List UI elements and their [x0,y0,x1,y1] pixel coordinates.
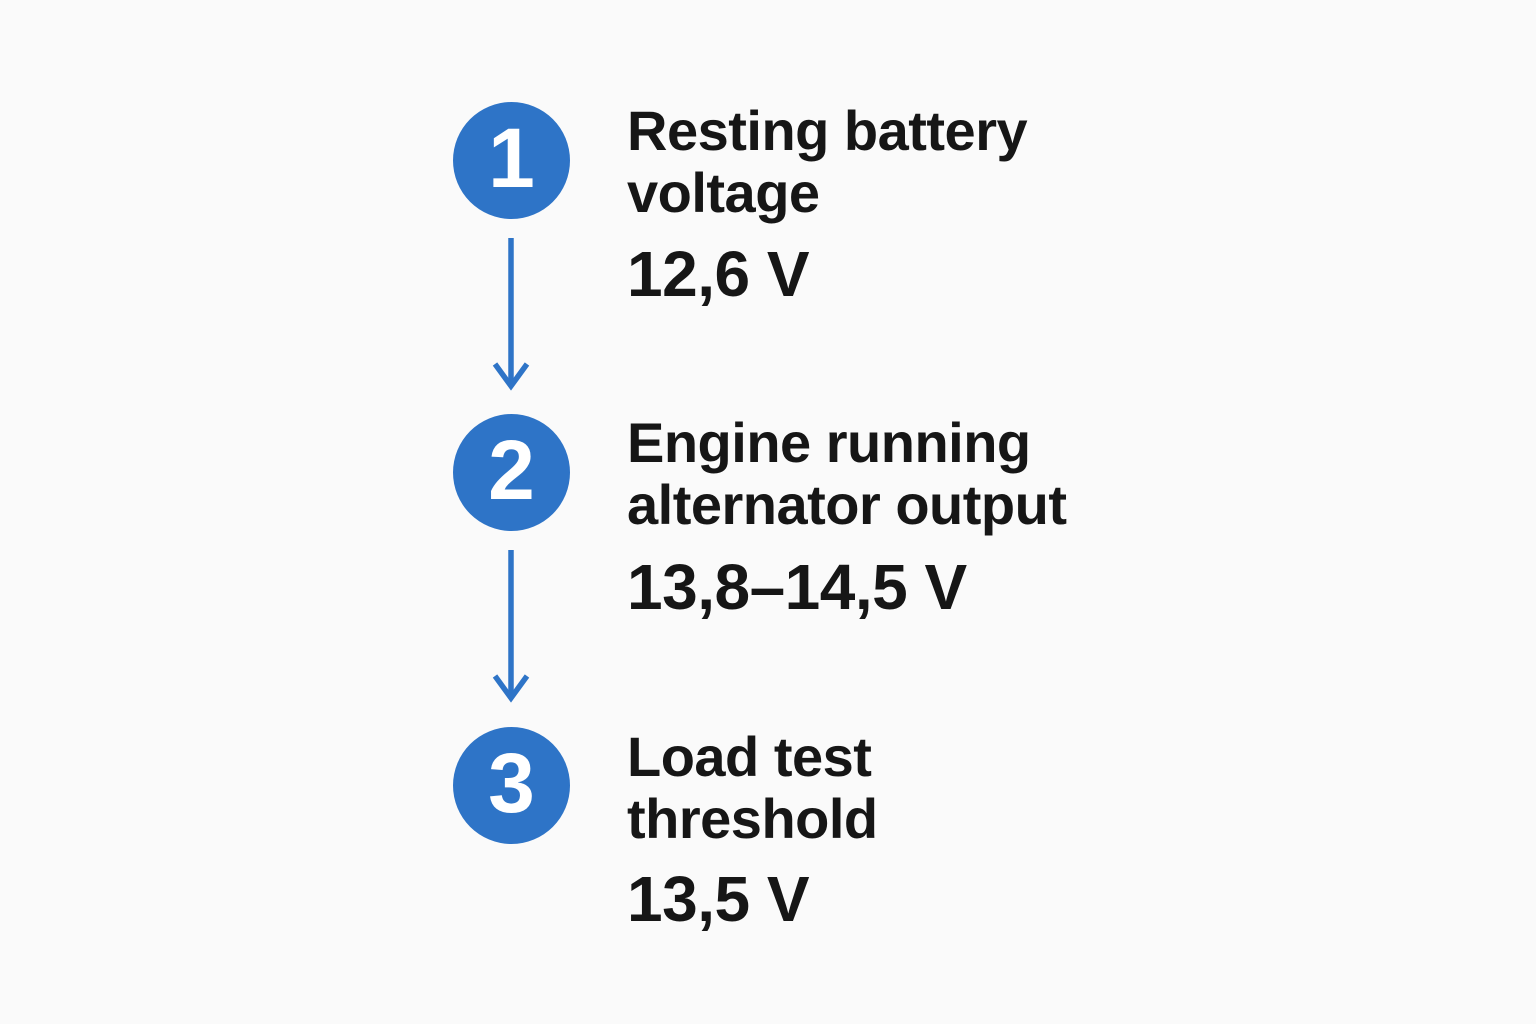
arrow-head [492,362,530,391]
step-2-number-badge: 2 [453,414,570,531]
step-1-title: Resting battery voltage [627,99,1028,224]
step-2-number: 2 [488,422,535,517]
step-3-value: 13,5 V [627,863,810,935]
arrow-head [492,674,530,703]
step-3-number: 3 [488,735,535,830]
step-2-value: 13,8–14,5 V [627,551,967,623]
step-1-value: 12,6 V [627,238,810,310]
step-3-title: Load test threshold [627,725,878,850]
step-3-number-badge: 3 [453,727,570,844]
step-1-number: 1 [488,110,535,205]
step-2-title: Engine running alternator output [627,411,1067,536]
arrow-down-icon [492,550,530,703]
step-1-number-badge: 1 [453,102,570,219]
arrow-down-icon [492,238,530,391]
